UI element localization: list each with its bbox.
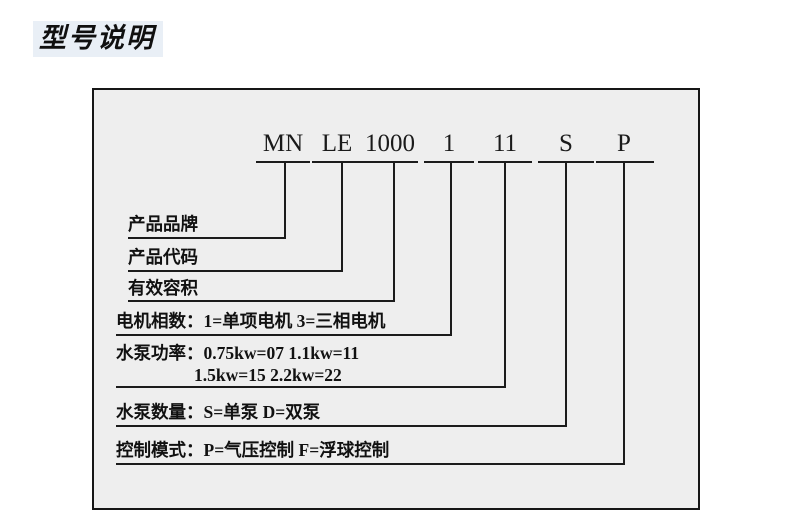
code-segment-11: 11 (492, 130, 518, 157)
legend-row-effective-volume: 有效容积 (128, 277, 198, 299)
code-segment-p: P (617, 130, 631, 157)
code-underline-1 (424, 161, 474, 163)
page-title: 型号说明 (39, 23, 155, 53)
page-title-block: 型号说明 (33, 21, 163, 57)
code-segment-le: LE (321, 130, 353, 157)
code-segment-1: 1 (442, 130, 456, 157)
code-segment-s: S (559, 130, 573, 157)
legend-row-pump-power: 水泵功率：0.75kw=07 1.1kw=11 1.5kw=15 2.2kw=2… (116, 342, 359, 386)
connector-line-11 (504, 161, 506, 386)
legend-underline-product-code (128, 270, 343, 272)
code-segment-mn: MN (262, 130, 304, 157)
legend-underline-control-mode (116, 463, 625, 465)
legend-underline-effective-volume (128, 300, 395, 302)
legend-key-product-code: 产品代码 (128, 247, 198, 267)
legend-key-control-mode: 控制模式： (116, 440, 204, 460)
code-underline-p (596, 161, 654, 163)
legend-underline-product-brand (128, 237, 286, 239)
legend-row-product-code: 产品代码 (128, 246, 198, 268)
legend-value-pump-power-line2: 1.5kw=15 2.2kw=22 (194, 365, 342, 385)
legend-key-pump-count: 水泵数量： (116, 402, 204, 422)
legend-key-effective-volume: 有效容积 (128, 278, 198, 298)
legend-key-pump-power: 水泵功率： (116, 343, 204, 363)
legend-value-control-mode: P=气压控制 F=浮球控制 (203, 440, 390, 460)
code-segment-1000: 1000 (365, 130, 415, 157)
legend-key-motor-phases: 电机相数： (116, 311, 204, 331)
legend-row-motor-phases: 电机相数：1=单项电机 3=三相电机 (116, 310, 385, 332)
legend-value-motor-phases: 1=单项电机 3=三相电机 (203, 311, 386, 331)
legend-underline-pump-count (116, 425, 567, 427)
legend-row-product-brand: 产品品牌 (128, 213, 198, 235)
connector-line-1 (450, 161, 452, 334)
legend-row-pump-count: 水泵数量：S=单泵 D=双泵 (116, 401, 320, 423)
legend-row-control-mode: 控制模式：P=气压控制 F=浮球控制 (116, 439, 389, 461)
connector-line-le (341, 161, 343, 270)
connector-line-1000 (393, 161, 395, 300)
legend-value-pump-count: S=单泵 D=双泵 (203, 402, 321, 422)
connector-line-s (565, 161, 567, 425)
legend-key-product-brand: 产品品牌 (128, 214, 198, 234)
model-code-diagram-box (92, 88, 700, 510)
legend-underline-pump-power (116, 386, 506, 388)
code-underline-le (312, 161, 362, 163)
code-underline-1000 (362, 161, 418, 163)
connector-line-p (623, 161, 625, 463)
connector-line-mn (284, 161, 286, 237)
legend-underline-motor-phases (116, 334, 452, 336)
code-underline-mn (256, 161, 310, 163)
legend-value-pump-power: 0.75kw=07 1.1kw=11 (203, 343, 360, 363)
